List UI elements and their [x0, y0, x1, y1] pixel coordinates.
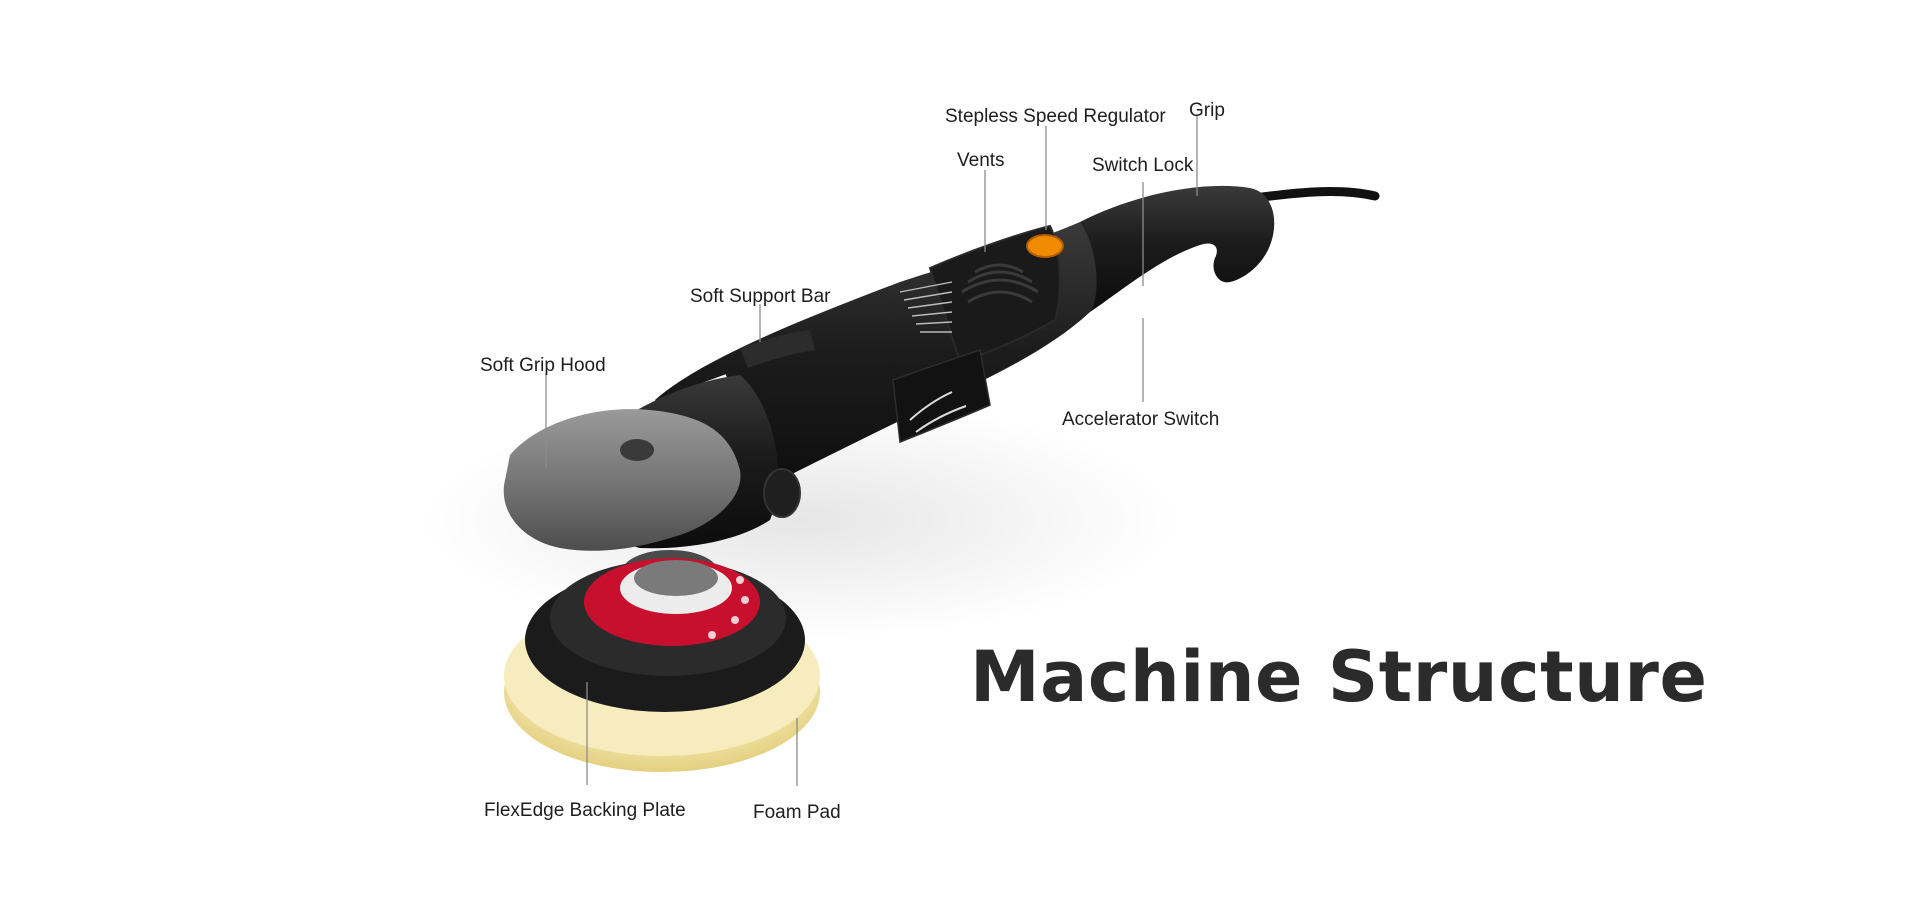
label-switch-lock: Switch Lock	[1092, 155, 1194, 176]
power-cord	[1250, 187, 1380, 203]
ring-icons	[708, 576, 749, 639]
brand-plate	[892, 349, 991, 444]
brand-mark	[909, 391, 967, 433]
grip-shape	[1080, 185, 1275, 312]
label-flexedge-backing-plate: FlexEdge Backing Plate	[484, 800, 686, 821]
label-soft-grip-hood: Soft Grip Hood	[480, 355, 606, 376]
label-vents: Vents	[957, 150, 1005, 171]
label-stepless-speed-regulator: Stepless Speed Regulator	[945, 106, 1166, 127]
soft-support-bar-shape	[740, 330, 815, 368]
diagram-title: Machine Structure	[970, 636, 1708, 718]
vent-arcs	[961, 263, 1039, 304]
label-accelerator-switch: Accelerator Switch	[1062, 409, 1220, 430]
hood-bumper	[620, 439, 654, 461]
speed-scale	[899, 281, 953, 333]
side-knob	[763, 468, 801, 518]
label-grip: Grip	[1189, 100, 1225, 121]
leader-lines	[545, 116, 1198, 786]
soft-grip-hood-shape	[503, 409, 741, 551]
vents-panel	[928, 224, 1061, 364]
speed-regulator-knob	[1026, 234, 1064, 258]
label-foam-pad: Foam Pad	[753, 802, 841, 823]
label-soft-support-bar: Soft Support Bar	[690, 286, 831, 307]
